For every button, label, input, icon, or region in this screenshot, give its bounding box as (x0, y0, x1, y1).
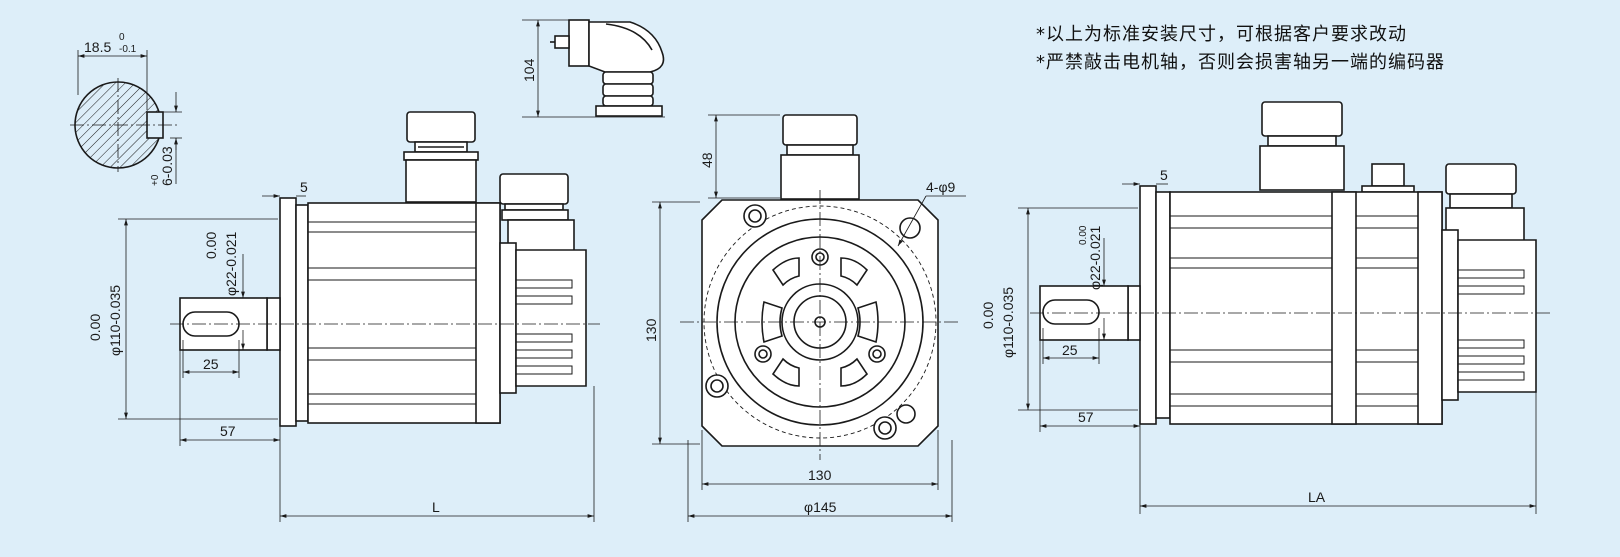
mounting-holes-dim: 4-φ9 (926, 179, 956, 195)
note-shaft-warning: *严禁敲击电机轴，否则会损害轴另一端的编码器 (1036, 52, 1445, 73)
brake-keyway-length-dim: 25 (1062, 342, 1078, 358)
note-install-dims: *以上为标准安装尺寸，可根据客户要求改动 (1036, 24, 1407, 45)
shaft-length-dim: 57 (220, 423, 236, 439)
keyway-width-lower: -0.1 (119, 44, 137, 55)
square-height-dim: 130 (643, 318, 659, 342)
connector-height-dim-front: 48 (699, 152, 715, 168)
keyway-depth-dim: 6-0.03 (159, 146, 175, 186)
flange-thickness-dim: 5 (300, 179, 308, 195)
keyway-width-upper: 0 (119, 32, 125, 43)
square-width-dim: 130 (808, 467, 832, 483)
keyway-width-dim: 18.5 (84, 39, 111, 55)
brake-spigot-dia-dim: φ110-0.035 (1000, 287, 1016, 358)
brake-flange-thickness-dim: 5 (1160, 167, 1168, 183)
shaft-dia-dim: φ22-0.021 (223, 231, 239, 296)
total-length-dim: L (432, 499, 440, 515)
keyway-depth-upper: +0 (150, 174, 161, 186)
brake-spigot-dia-upper: 0.00 (980, 302, 996, 329)
connector-elbow-view: 104 (521, 19, 665, 118)
keyway-section: 18.5 0 -0.1 6-0.03 +0 (70, 32, 182, 186)
motor-front-view: 48 130 130 φ145 4-φ9 (643, 114, 966, 522)
motor-brake-side-view: 0.00 φ110-0.035 0.00 φ22-0.021 5 25 57 L… (980, 101, 1550, 514)
shaft-dia-upper: 0.00 (203, 232, 219, 259)
brake-shaft-dia-dim: φ22-0.021 (1087, 225, 1103, 290)
keyway-length-dim: 25 (203, 356, 219, 372)
spigot-dia-upper: 0.00 (87, 314, 103, 341)
motor-side-view: 0.00 φ110-0.035 0.00 φ22-0.021 5 25 57 L (87, 111, 600, 522)
spigot-dia-dim: φ110-0.035 (107, 285, 123, 356)
pcd-dim: φ145 (804, 499, 837, 515)
brake-shaft-length-dim: 57 (1078, 409, 1094, 425)
connector-height-dim: 104 (521, 58, 537, 82)
brake-total-length-dim: LA (1308, 489, 1326, 505)
brake-shaft-dia-upper: 0.00 (1078, 225, 1089, 245)
